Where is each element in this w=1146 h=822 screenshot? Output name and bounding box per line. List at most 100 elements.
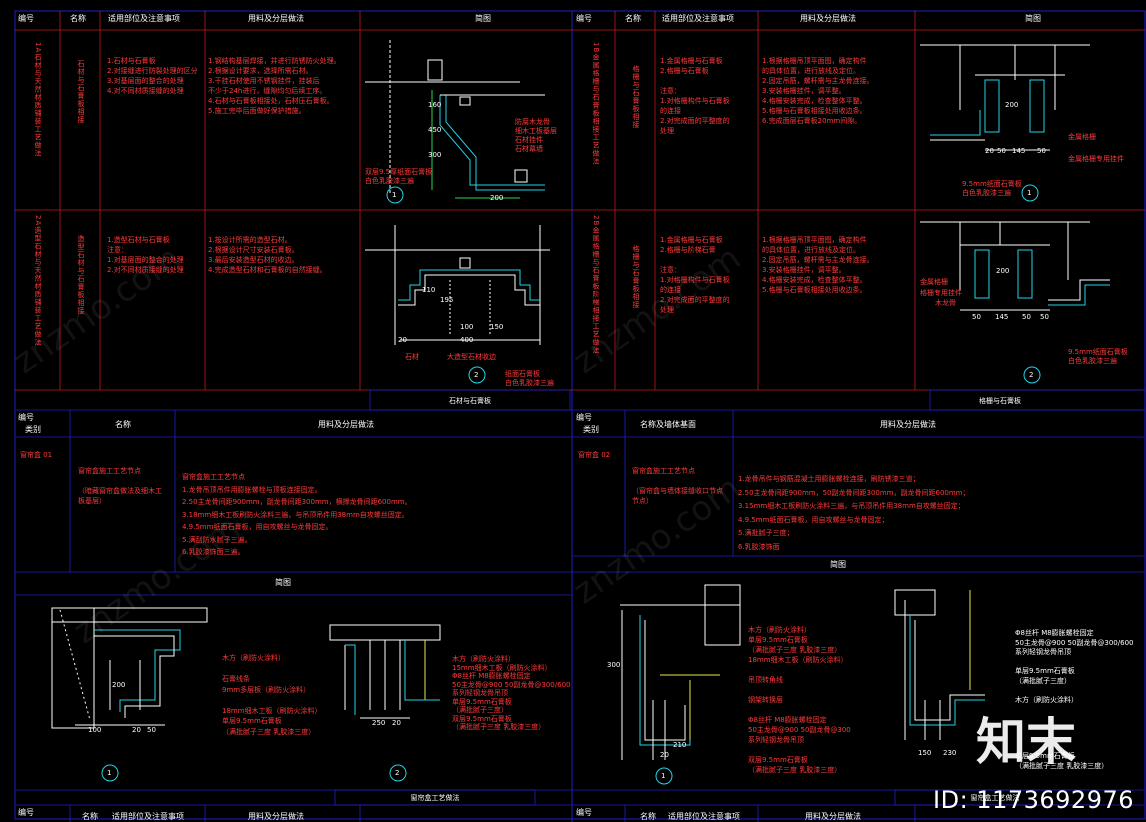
next-header-method: 用料及分层做法 — [248, 812, 304, 821]
curtain-02-dim-210: 210 — [673, 741, 687, 749]
row-2B-callouts-2: 9.5mm纸面石膏板白色乳胶漆三遍 — [1068, 348, 1128, 365]
row-1A-marker: 1 — [392, 191, 397, 199]
header-name-right: 名称 — [625, 14, 641, 23]
header-diagram: 简图 — [475, 14, 491, 23]
znzmo-logo: 知末 — [976, 713, 1076, 771]
row-2A-dim-150: 150 — [490, 323, 504, 331]
row-2B-dim-50b: 50 — [1022, 313, 1031, 321]
next-header-no-right: 编号 — [576, 808, 592, 817]
row-1A-dim-200: 200 — [490, 194, 504, 202]
next-header-name: 名称 — [82, 812, 98, 821]
curtain-01-dim-20b: 20 — [392, 719, 401, 727]
bottom-header-type-right: 类别 — [583, 425, 599, 434]
row-1A-method: 1.钢结构基层焊接，并进行防锈防火处理。2.根据设计要求，选择所需石材。3.干挂… — [208, 57, 341, 115]
row-2B-code: 2B金属格栅与石膏板阶梯相接工艺做法 — [592, 215, 600, 355]
sheet-frame — [14, 10, 1146, 822]
row-2A-method: 1.按设计所需的造型石材。2.根据设计尺寸安装石膏板。3.最后安装造型石材的收边… — [208, 236, 327, 274]
header-scope-right: 适用部位及注意事项 — [662, 14, 734, 23]
curtain-02-callouts-a: 木方（刷防火涂料）单层9.5mm石膏板（满批腻子三度 乳胶漆三度）18mm细木工… — [748, 626, 851, 774]
curtain-02-callouts-b-2: 单层9.5mm石膏板（满批腻子三度 乳胶漆三度） — [1015, 752, 1109, 770]
curtain-box-02-drawing-1 — [620, 584, 741, 785]
header-diagram-right: 简图 — [1025, 14, 1041, 23]
row-2A-callouts: 纸面石膏板白色乳胶漆三遍 — [505, 370, 554, 387]
row-1A-dim-160: 160 — [428, 101, 442, 109]
header-no-right: 编号 — [576, 14, 592, 23]
curtain-01-no: 窗帘盒 01 — [20, 451, 53, 459]
detail-2B-drawing — [920, 221, 1110, 384]
curtain-02-diagram-label: 简图 — [830, 560, 846, 569]
row-1A-callouts-2: 双层9.5厚纸面石膏板白色乳胶漆三遍 — [365, 168, 433, 185]
bottom-header-method-right: 用料及分层做法 — [880, 420, 936, 429]
row-2A-callout-edge: 大造型石材收边 — [447, 353, 496, 361]
band-grille-gypsum: 格栅与石膏板 — [979, 397, 1021, 405]
row-2A-dim-195: 195 — [440, 296, 454, 304]
row-2A-dim-20: 20 — [398, 336, 407, 344]
row-1A-name: 石材与石膏板相接 — [77, 60, 85, 124]
row-2A-callout-stone: 石材 — [405, 353, 419, 361]
row-1A-dim-300: 300 — [428, 151, 442, 159]
row-2B-callouts: 金属格栅格栅专用挂件 — [920, 278, 962, 297]
detail-1B-drawing — [920, 44, 1090, 202]
row-2A-name: 造型石材与石膏板相接 — [77, 235, 85, 315]
header-method: 用料及分层做法 — [248, 14, 304, 23]
curtain-01-dim-100: 100 — [88, 726, 102, 734]
next-header-no: 编号 — [18, 808, 34, 817]
row-1A-dim-450: 450 — [428, 126, 442, 134]
row-1B-dim-145: 145 — [1012, 147, 1026, 155]
row-2B-dim-200: 200 — [996, 267, 1010, 275]
next-header-method-right: 用料及分层做法 — [805, 812, 861, 821]
next-header-scope: 适用部位及注意事项 — [112, 812, 184, 821]
row-1B-dim-200: 200 — [1005, 101, 1019, 109]
row-1B-method: 1.根据格栅吊顶平面图，确定构件的具体位置，进行放线及定位。2.固定吊筋，螺杆需… — [762, 57, 874, 125]
row-1B-callouts: 金属格栅金属格栅专用挂件 — [1068, 133, 1124, 163]
row-1B-callouts-2: 9.5mm纸面石膏板白色乳胶漆三遍 — [962, 180, 1022, 197]
bottom-header-no-right: 编号 — [576, 413, 592, 422]
bottom-header-method: 用料及分层做法 — [318, 420, 374, 429]
row-2B-name: 格栅与石膏板相接 — [632, 245, 640, 309]
resource-id: ID: 1173692976 — [933, 786, 1134, 814]
bottom-table-grid — [15, 409, 1145, 822]
row-2B-marker: 2 — [1029, 371, 1034, 379]
row-2A-dim-110: 110 — [422, 286, 436, 294]
row-2B-dim-50c: 50 — [1040, 313, 1049, 321]
curtain-01-diagram-label: 简图 — [275, 578, 291, 587]
next-header-scope-right: 适用部位及注意事项 — [668, 812, 740, 821]
row-1B-code: 1B金属格栅与石膏板相接工艺做法 — [592, 42, 600, 166]
row-1B-marker: 1 — [1027, 189, 1032, 197]
row-1B-dim-50: 50 — [997, 147, 1006, 155]
row-1B-name: 格栅与石膏板相接 — [632, 65, 640, 129]
header-name: 名称 — [70, 14, 86, 23]
curtain-01-marker-1: 1 — [107, 769, 112, 777]
bottom-header-name: 名称 — [115, 420, 131, 429]
band-stone-gypsum: 石材与石膏板 — [449, 397, 491, 405]
curtain-01-dim-50: 50 — [147, 726, 156, 734]
bottom-header-no: 编号 — [18, 413, 34, 422]
row-1B-dim-50b: 50 — [1037, 147, 1046, 155]
curtain-01-name: 窗帘盒施工工艺节点 （暗藏窗帘盒做法及细木工板基层） — [78, 467, 162, 505]
row-2B-dim-50: 50 — [972, 313, 981, 321]
curtain-01-caption: 窗帘盒工艺做法 — [410, 794, 460, 802]
row-2A-marker: 2 — [474, 371, 479, 379]
header-method-right: 用料及分层做法 — [800, 14, 856, 23]
row-2A-code: 2A造型石材与天然材质铺装工艺做法 — [34, 215, 42, 347]
curtain-02-name: 窗帘盒施工工艺节点 （窗帘盒与墙体接缝收口节点节点） — [632, 467, 723, 505]
curtain-01-dim-200: 200 — [112, 681, 126, 689]
detail-2A-drawing — [365, 225, 550, 384]
curtain-02-marker-1: 1 — [661, 772, 666, 780]
row-2B-callout-wood: 木龙骨 — [935, 299, 956, 307]
row-1A-code: 1A石材与天然材质铺装工艺做法 — [34, 42, 42, 158]
curtain-01-marker-2: 2 — [395, 769, 400, 777]
row-2B-method: 1.根据格栅吊顶平面图，确定构件的具体位置，进行放线及定位。2.固定吊筋，螺杆需… — [762, 236, 874, 294]
curtain-box-02-drawing-2 — [894, 589, 985, 740]
curtain-01-dim-250: 250 — [372, 719, 386, 727]
row-2B-dim-145: 145 — [995, 313, 1009, 321]
curtain-02-no: 窗帘盒 02 — [578, 451, 611, 459]
curtain-02-caption: 窗帘盒工艺做法 — [970, 794, 1020, 802]
curtain-01-dim-20: 20 — [132, 726, 141, 734]
